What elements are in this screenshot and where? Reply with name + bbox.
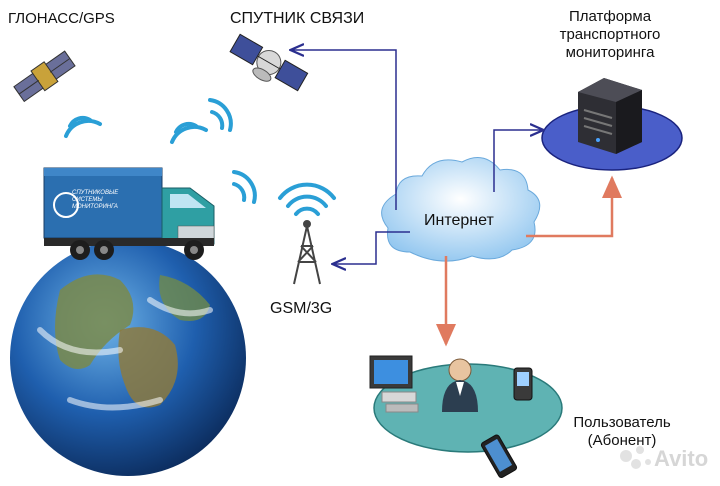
- platform-label-line1: Платформа: [568, 8, 652, 25]
- truck-logo-line1: СПУТНИКОВЫЕ: [72, 190, 119, 196]
- signal-waves-icon: [64, 98, 336, 216]
- user-label-line1: Пользователь: [573, 414, 671, 431]
- glonass-satellite-icon: [13, 50, 76, 103]
- truck-image: [43, 167, 215, 260]
- avito-logo-icon: [620, 446, 651, 469]
- internet-cloud: [381, 157, 541, 262]
- user-label-line2: (Абонент): [587, 432, 657, 449]
- user-workstation: [369, 355, 563, 453]
- internet-label: Интернет: [424, 212, 494, 229]
- platform-label-line2: транспортного: [559, 26, 661, 43]
- glonass-gps-label: ГЛОНАСС/GPS: [8, 10, 115, 27]
- platform-label-line3: мониторинга: [565, 44, 655, 61]
- truck-logo-line2: СИСТЕМЫ: [72, 197, 103, 203]
- connection-arrows: [292, 50, 622, 347]
- smartphone-icon: [480, 434, 518, 478]
- gsm-tower-icon: [293, 220, 321, 285]
- satellite-label: СПУТНИК СВЯЗИ: [230, 10, 365, 27]
- truck-logo-line3: МОНИТОРИНГА: [72, 204, 118, 210]
- gsm-label: GSM/3G: [270, 300, 333, 317]
- platform-label: Платформа транспортного мониторинга: [528, 8, 692, 62]
- truck-logo-text: СПУТНИКОВЫЕ СИСТЕМЫ МОНИТОРИНГА: [72, 190, 118, 211]
- avito-watermark: Avito: [654, 446, 709, 471]
- user-label: Пользователь (Абонент): [556, 414, 688, 450]
- communication-satellite-icon: [229, 33, 309, 92]
- earth-globe: [10, 240, 246, 476]
- platform-server: [541, 78, 683, 171]
